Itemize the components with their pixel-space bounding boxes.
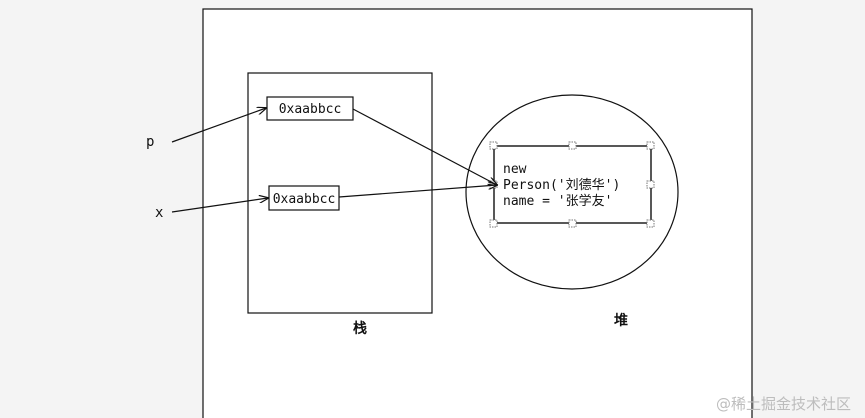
watermark: @稀土掘金技术社区	[715, 395, 851, 413]
stack-cell-p-text: 0xaabbcc	[279, 102, 342, 117]
stack-cell-x-text: 0xaabbcc	[273, 192, 336, 207]
heap-label: 堆	[614, 312, 628, 329]
arrow-x-to-stack	[171, 198, 268, 213]
heap-object-line-1: new	[503, 162, 527, 177]
arrow-stack-p-to-heap	[352, 108, 497, 185]
variable-label-x: x	[155, 205, 163, 221]
stack-label: 栈	[353, 320, 367, 337]
arrow-p-to-stack	[171, 108, 266, 143]
arrow-stack-x-to-heap	[338, 185, 497, 198]
variable-label-p: p	[146, 134, 154, 150]
heap-object-line-3: name = '张学友'	[503, 193, 612, 209]
heap-object-line-2: Person('刘德华')	[503, 178, 620, 193]
stack-cell-x	[268, 185, 340, 211]
